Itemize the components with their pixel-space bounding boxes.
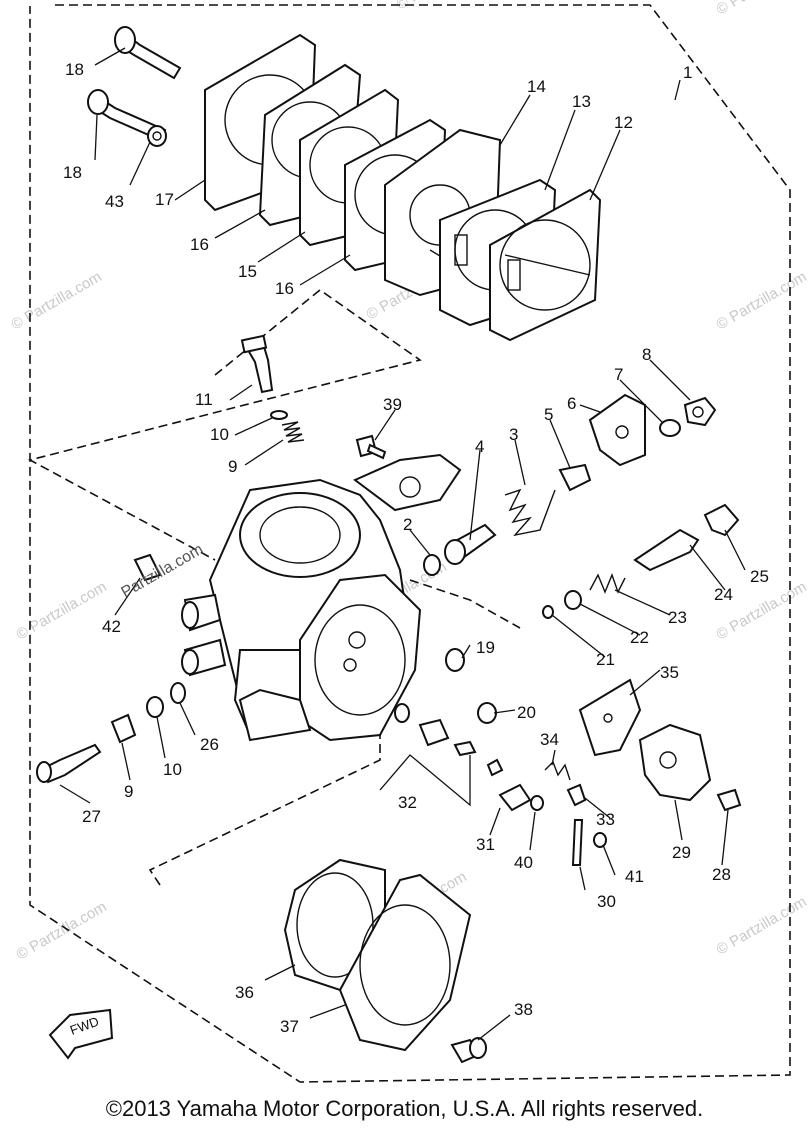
lower-middle-parts xyxy=(394,703,607,866)
callout-35: 35 xyxy=(660,663,679,682)
bolts-top xyxy=(87,26,182,147)
left-side-parts xyxy=(36,553,186,784)
callout-23: 23 xyxy=(668,608,687,627)
bolt-39 xyxy=(355,434,387,460)
callout-1: 1 xyxy=(683,63,692,82)
callout-42: 42 xyxy=(102,617,121,636)
callout-12: 12 xyxy=(614,113,633,132)
callout-10-upper: 10 xyxy=(210,425,229,444)
callout-21: 21 xyxy=(596,650,615,669)
callout-5: 5 xyxy=(544,405,553,424)
gasket-stack xyxy=(204,33,602,342)
fwd-arrow: FWD xyxy=(48,1008,114,1060)
watermark: © Partzilla.com xyxy=(714,0,809,18)
callout-3: 3 xyxy=(509,425,518,444)
reference-lines xyxy=(27,288,521,886)
callout-16-lower: 16 xyxy=(275,279,294,298)
callout-labels: 1 2 3 4 5 6 7 8 9 9 10 10 11 12 13 14 15… xyxy=(63,60,769,1036)
callout-14: 14 xyxy=(527,77,546,96)
watermark: © Partzilla.com xyxy=(9,268,105,333)
callout-29: 29 xyxy=(672,843,691,862)
callout-34: 34 xyxy=(540,730,559,749)
callout-17: 17 xyxy=(155,190,174,209)
diaphragm-cover xyxy=(283,858,487,1064)
callout-28: 28 xyxy=(712,865,731,884)
callout-15: 15 xyxy=(238,262,257,281)
watermark: © Partzilla.com xyxy=(14,578,110,643)
callout-32: 32 xyxy=(398,793,417,812)
callout-40: 40 xyxy=(514,853,533,872)
callout-41: 41 xyxy=(625,867,644,886)
callout-18-lower: 18 xyxy=(63,163,82,182)
callout-20: 20 xyxy=(517,703,536,722)
callout-26: 26 xyxy=(200,735,219,754)
callout-10-lower: 10 xyxy=(163,760,182,779)
callout-30: 30 xyxy=(597,892,616,911)
watermark: © Partzilla.com xyxy=(714,268,809,333)
callout-36: 36 xyxy=(235,983,254,1002)
callout-19: 19 xyxy=(476,638,495,657)
small-screws xyxy=(445,648,497,724)
idle-screw-assembly xyxy=(240,334,305,443)
copyright-notice: ©2013 Yamaha Motor Corporation, U.S.A. A… xyxy=(105,1096,704,1121)
adjust-needle-assembly xyxy=(542,503,740,619)
embedded-watermark: Partzilla.com xyxy=(119,541,207,602)
callout-39: 39 xyxy=(383,395,402,414)
assembly-boundary xyxy=(29,4,791,1083)
callout-22: 22 xyxy=(630,628,649,647)
callout-6: 6 xyxy=(567,394,576,413)
carburetor-body xyxy=(181,453,462,742)
callout-13: 13 xyxy=(572,92,591,111)
callout-25: 25 xyxy=(750,567,769,586)
right-lower-parts xyxy=(578,678,742,812)
watermark: © Partzilla.com xyxy=(394,0,490,13)
callout-38: 38 xyxy=(514,1000,533,1019)
callout-8: 8 xyxy=(642,345,651,364)
callout-9-upper: 9 xyxy=(228,457,237,476)
callout-27: 27 xyxy=(82,807,101,826)
callout-33: 33 xyxy=(596,810,615,829)
callout-18-upper: 18 xyxy=(65,60,84,79)
leader-lines xyxy=(59,47,746,1041)
callout-7: 7 xyxy=(614,365,623,384)
throttle-linkage xyxy=(423,393,717,576)
callout-9-lower: 9 xyxy=(124,782,133,801)
callout-2: 2 xyxy=(403,515,412,534)
watermark: © Partzilla.com xyxy=(14,898,110,963)
callout-16-upper: 16 xyxy=(190,235,209,254)
watermark: © Partzilla.com xyxy=(714,893,809,958)
callout-43: 43 xyxy=(105,192,124,211)
callout-24: 24 xyxy=(714,585,733,604)
callout-31: 31 xyxy=(476,835,495,854)
callout-4: 4 xyxy=(475,437,484,456)
callout-37: 37 xyxy=(280,1017,299,1036)
callout-11: 11 xyxy=(195,390,213,409)
